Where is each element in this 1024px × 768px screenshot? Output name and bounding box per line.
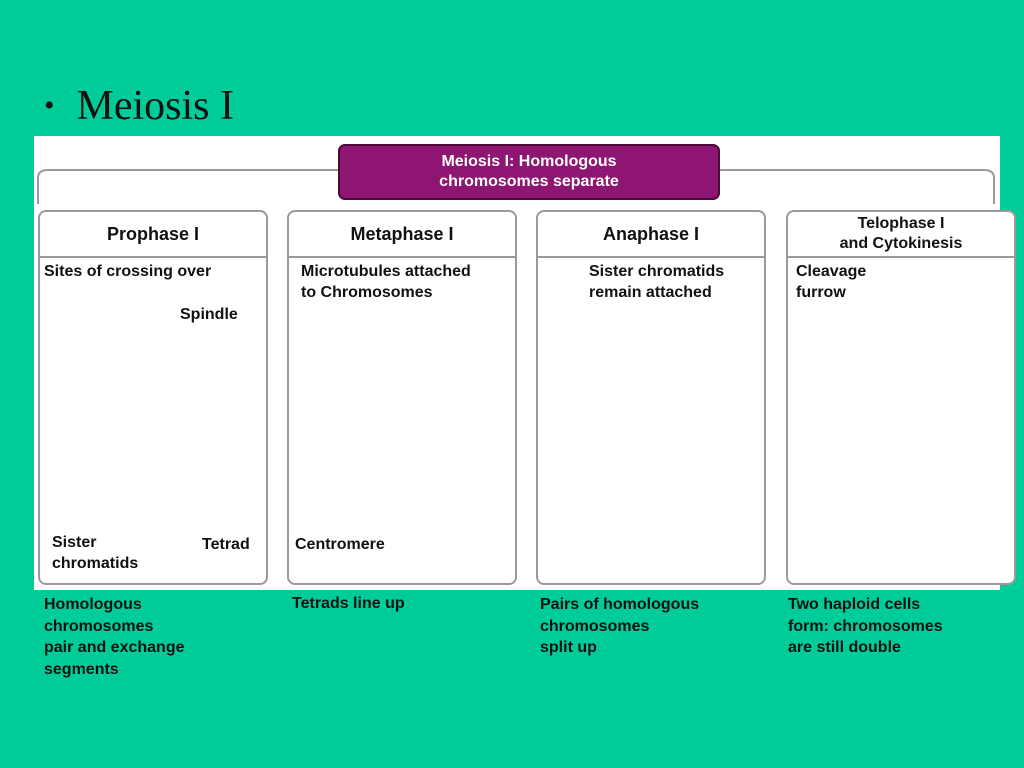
label-sister-chromatids: Sister chromatids [589,263,725,280]
label-cleavage: Cleavage [796,263,867,280]
caption-line: are still double [788,639,901,656]
label-centromere: Centromere [295,536,385,553]
banner-line-1: Meiosis I: Homologous [441,153,617,170]
caption-anaphase: Pairs of homologous chromosomes split up [540,594,699,659]
caption-line: pair and exchange [44,639,185,656]
caption-prophase: Homologous chromosomes pair and exchange… [44,594,185,680]
panel-metaphase: Metaphase I [287,210,517,585]
telophase-title-line-1: Telophase I [857,215,945,232]
label-microtubules-2: to Chromosomes [301,284,433,301]
label-spindle: Spindle [180,306,238,323]
label-chromatids: chromatids [52,555,139,572]
panel-title-prophase: Prophase I [40,212,266,258]
caption-line: segments [44,660,119,678]
label-sister: Sister [52,534,97,551]
panel-telophase: Telophase I and Cytokinesis [786,210,1016,585]
panel-prophase: Prophase I [38,210,268,585]
caption-line: chromosomes [44,617,154,635]
banner-line-2: chromosomes separate [439,173,619,190]
label-tetrad: Tetrad [202,536,250,553]
caption-line: split up [540,639,597,656]
meiosis-banner: Meiosis I: Homologous chromosomes separa… [338,144,720,200]
slide-title-text: Meiosis I [76,83,235,129]
caption-line: chromosomes [540,617,650,635]
bullet: • [44,89,55,122]
caption-line: Tetrads line up [292,595,405,612]
telophase-title-line-2: and Cytokinesis [839,235,963,252]
caption-line: Pairs of homologous [540,596,700,613]
caption-metaphase: Tetrads line up [292,593,405,615]
label-remain-attached: remain attached [589,284,712,301]
caption-line: Two haploid cells [788,596,921,613]
caption-line: Homologous [44,596,142,613]
label-crossing-over: Sites of crossing over [44,263,212,280]
label-microtubules-1: Microtubules attached [301,263,471,280]
panel-title-telophase: Telophase I and Cytokinesis [788,212,1014,258]
slide-title: • Meiosis I [44,82,234,130]
panel-title-anaphase: Anaphase I [538,212,764,258]
meiosis-figure: Meiosis I: Homologous chromosomes separa… [34,136,1016,590]
label-furrow: furrow [796,284,846,301]
caption-telophase: Two haploid cells form: chromosomes are … [788,594,943,659]
bracket-left [37,169,338,204]
caption-line: form: chromosomes [788,617,943,635]
panel-anaphase: Anaphase I [536,210,766,585]
bracket-right [716,169,995,204]
panel-title-metaphase: Metaphase I [289,212,515,258]
